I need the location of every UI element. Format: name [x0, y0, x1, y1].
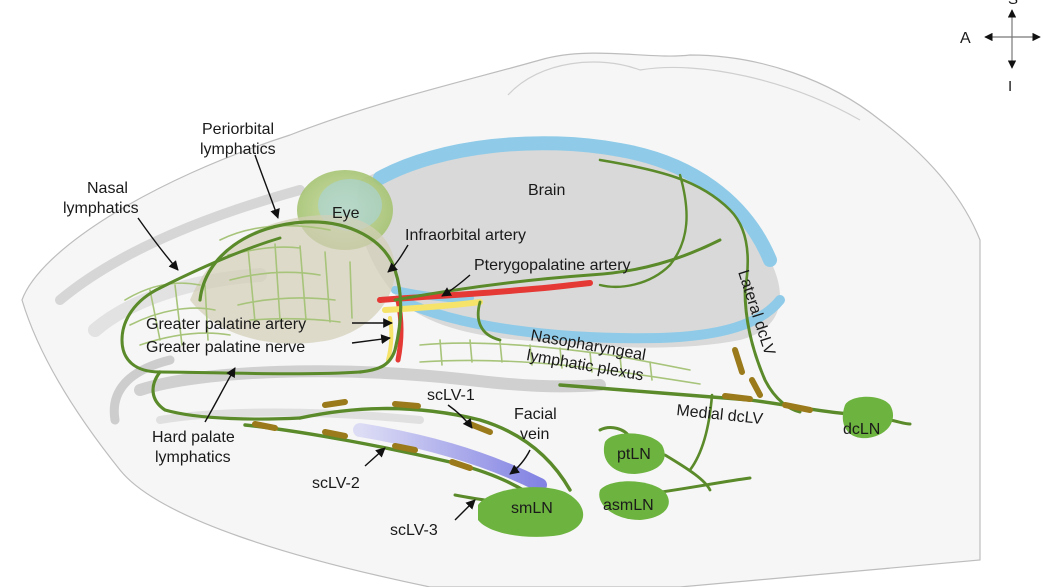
hard-palate-label-line2: lymphatics [155, 449, 231, 466]
periorbital-label-line2: lymphatics [200, 141, 276, 158]
facial-vein-label-line1: Facial [514, 406, 557, 423]
greater-palatine-artery-vessel [395, 297, 404, 363]
compass: A I S [960, 0, 1041, 95]
lymphatic-valves [252, 347, 813, 471]
greater-palatine-nerve-label: Greater palatine nerve [146, 339, 305, 356]
infraorbital-artery-label: Infraorbital artery [405, 227, 526, 244]
smln-node [478, 487, 584, 537]
sclv1-label: scLV-1 [427, 387, 475, 404]
nasal-turbinates [190, 215, 395, 344]
lymph-nodes [478, 396, 894, 537]
compass-anterior-label: A [960, 30, 971, 47]
sclv2-label: scLV-2 [312, 475, 360, 492]
asmln-label: asmLN [603, 497, 654, 514]
csf-space [373, 136, 777, 267]
asmln-node [599, 481, 669, 520]
compass-inferior-label: I [1008, 78, 1012, 95]
brain-label: Brain [528, 182, 565, 199]
hard-palate-label-line1: Hard palate [152, 429, 235, 446]
compass-superior-label: S [1008, 0, 1018, 8]
nasal-label-line1: Nasal [87, 180, 128, 197]
periorbital-label-line1: Periorbital [202, 121, 274, 138]
ptln-node [603, 433, 665, 474]
dcln-label: dcLN [843, 421, 880, 438]
smln-label: smLN [511, 500, 553, 517]
facial-vein-label-line2: vein [520, 426, 549, 443]
greater-palatine-nerve-vessel [382, 299, 483, 313]
pterygopalatine-artery-label: Pterygopalatine artery [474, 257, 631, 274]
ptln-label: ptLN [617, 446, 651, 463]
facial-vein [353, 423, 547, 492]
eye-label: Eye [332, 205, 360, 222]
greater-palatine-artery-label: Greater palatine artery [146, 316, 306, 333]
dcln-node [842, 396, 894, 439]
sclv3-label: scLV-3 [390, 522, 438, 539]
nasal-label-line2: lymphatics [63, 200, 139, 217]
pointer-lines [137, 154, 531, 521]
nasopharyngeal-plexus-mesh [419, 339, 701, 385]
